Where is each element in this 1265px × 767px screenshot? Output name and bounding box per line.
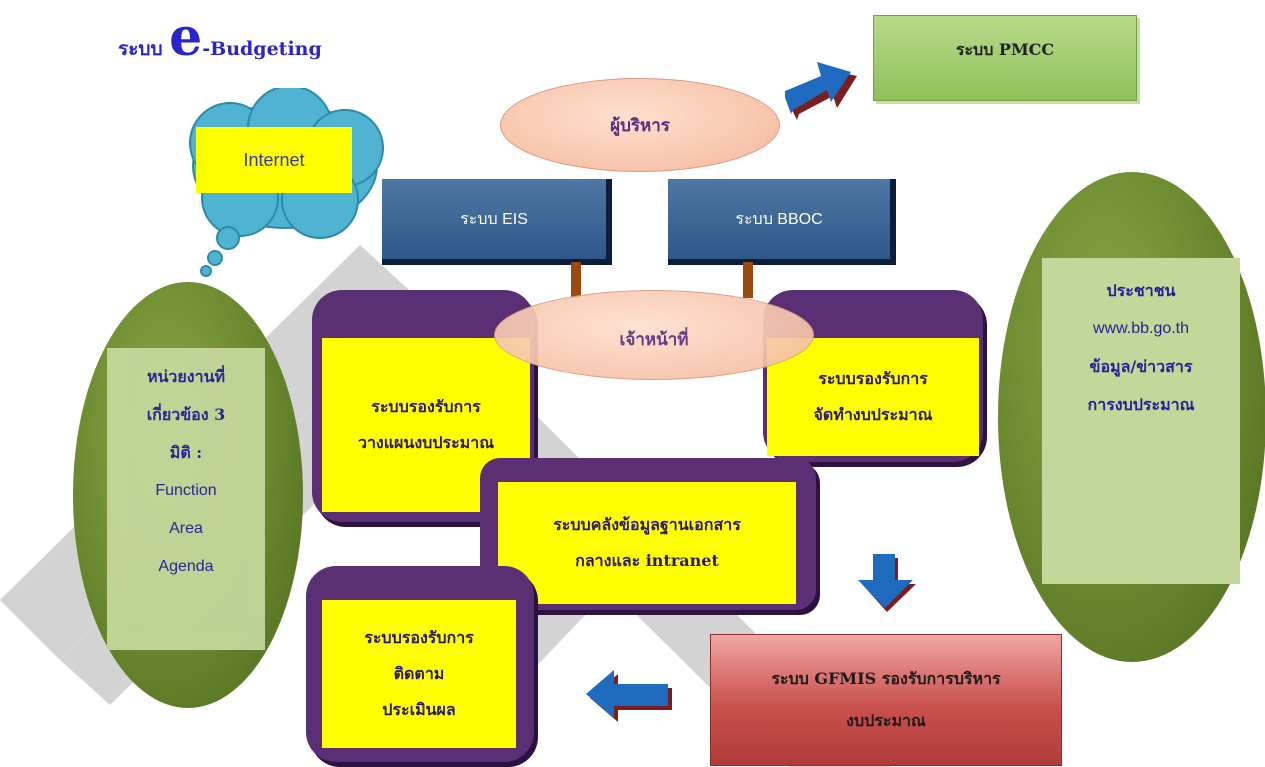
page-title: ระบบ e-Budgeting bbox=[118, 7, 322, 68]
public-box: ประชาชน www.bb.go.th ข้อมูล/ข่าวสาร การง… bbox=[1042, 258, 1240, 584]
staff-oval: เจ้าหน้าที่ bbox=[494, 290, 814, 380]
internet-label: Internet bbox=[243, 149, 305, 170]
public-line: ข้อมูล/ข่าวสาร bbox=[1089, 357, 1193, 376]
arrow-to-pmcc-icon bbox=[785, 62, 857, 120]
public-line: www.bb.go.th bbox=[1092, 320, 1190, 337]
agencies-line: Function bbox=[155, 482, 217, 499]
agencies-line: Area bbox=[169, 520, 203, 537]
agencies-line: เกี่ยวข้อง 3 bbox=[146, 405, 226, 424]
monitoring-line: ประเมินผล bbox=[382, 700, 456, 719]
internet-box: Internet bbox=[196, 127, 352, 193]
pmcc-box: ระบบ PMCC bbox=[873, 15, 1137, 101]
public-line: การงบประมาณ bbox=[1087, 395, 1195, 414]
staff-label: เจ้าหน้าที่ bbox=[619, 329, 689, 350]
planning-line: ระบบรองรับการ bbox=[371, 397, 481, 416]
bboc-box: ระบบ BBOC bbox=[668, 179, 896, 265]
eis-box: ระบบ EIS bbox=[382, 179, 612, 265]
repository-line: กลางและ intranet bbox=[575, 551, 719, 570]
agencies-line: Agenda bbox=[158, 558, 214, 575]
gfmis-line: ระบบ GFMIS รองรับการบริหาร bbox=[771, 669, 1001, 688]
gfmis-line: งบประมาณ bbox=[846, 711, 926, 730]
connector-bboc bbox=[743, 262, 753, 298]
agencies-line: มิติ : bbox=[169, 443, 203, 462]
preparation-line: จัดทำงบประมาณ bbox=[813, 405, 933, 424]
preparation-line: ระบบรองรับการ bbox=[818, 369, 928, 388]
executive-oval: ผู้บริหาร bbox=[500, 78, 780, 172]
repository-line: ระบบคลังข้อมูลฐานเอกสาร bbox=[553, 515, 741, 534]
public-line: ประชาชน bbox=[1106, 281, 1176, 300]
repository-box: ระบบคลังข้อมูลฐานเอกสาร กลางและ intranet bbox=[498, 482, 796, 604]
monitoring-box: ระบบรองรับการ ติดตาม ประเมินผล bbox=[322, 600, 516, 748]
agencies-box: หน่วยงานที่ เกี่ยวข้อง 3 มิติ : Function… bbox=[107, 348, 265, 650]
connector-eis bbox=[571, 262, 581, 298]
eis-label: ระบบ EIS bbox=[460, 210, 528, 228]
bboc-label: ระบบ BBOC bbox=[735, 210, 823, 228]
arrow-down-icon bbox=[858, 554, 916, 612]
pmcc-label: ระบบ PMCC bbox=[955, 40, 1055, 59]
gfmis-box: ระบบ GFMIS รองรับการบริหาร งบประมาณ bbox=[710, 634, 1062, 766]
arrow-left-icon bbox=[586, 670, 672, 722]
executive-label: ผู้บริหาร bbox=[610, 115, 670, 136]
monitoring-line: ระบบรองรับการ bbox=[364, 628, 474, 647]
planning-line: วางแผนงบประมาณ bbox=[357, 433, 495, 452]
monitoring-line: ติดตาม bbox=[393, 664, 445, 683]
agencies-line: หน่วยงานที่ bbox=[146, 367, 226, 386]
preparation-box: ระบบรองรับการ จัดทำงบประมาณ bbox=[767, 338, 979, 456]
